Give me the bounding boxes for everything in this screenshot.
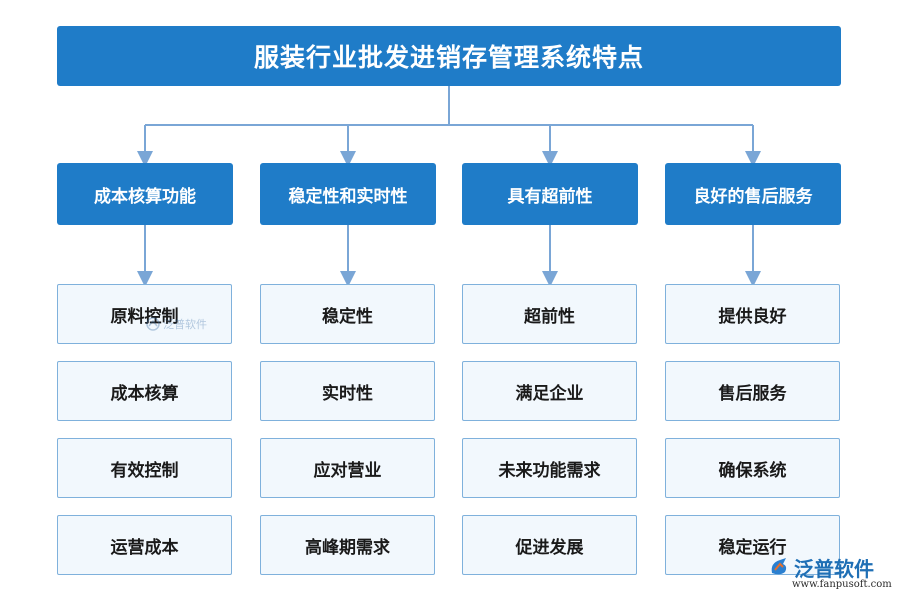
item-box: 原料控制: [57, 284, 232, 344]
item-box: 稳定性: [260, 284, 435, 344]
item-box: 应对营业: [260, 438, 435, 498]
watermark-text: 泛普软件: [163, 318, 207, 331]
item-box: 售后服务: [665, 361, 840, 421]
item-box: 确保系统: [665, 438, 840, 498]
watermark: 泛普软件: [146, 312, 226, 336]
brand-logo-icon: [771, 558, 787, 575]
brand-logo-url: www.fanpusoft.com: [792, 579, 892, 590]
item-box: 有效控制: [57, 438, 232, 498]
watermark-logo-icon: [146, 317, 160, 331]
diagram-title: 服装行业批发进销存管理系统特点: [57, 26, 841, 86]
brand-logo-text: 泛普软件: [794, 557, 874, 581]
item-box: 高峰期需求: [260, 515, 435, 575]
category-after-sales: 良好的售后服务: [665, 163, 841, 225]
item-box: 未来功能需求: [462, 438, 637, 498]
item-box: 实时性: [260, 361, 435, 421]
item-box: 提供良好: [665, 284, 840, 344]
brand-logo: 泛普软件 www.fanpusoft.com: [768, 553, 898, 593]
category-forward-looking: 具有超前性: [462, 163, 638, 225]
item-box: 超前性: [462, 284, 637, 344]
item-box: 促进发展: [462, 515, 637, 575]
item-box: 运营成本: [57, 515, 232, 575]
item-box: 稳定运行: [665, 515, 840, 575]
category-stability-realtime: 稳定性和实时性: [260, 163, 436, 225]
category-cost-accounting: 成本核算功能: [57, 163, 233, 225]
item-box: 成本核算: [57, 361, 232, 421]
item-box: 满足企业: [462, 361, 637, 421]
